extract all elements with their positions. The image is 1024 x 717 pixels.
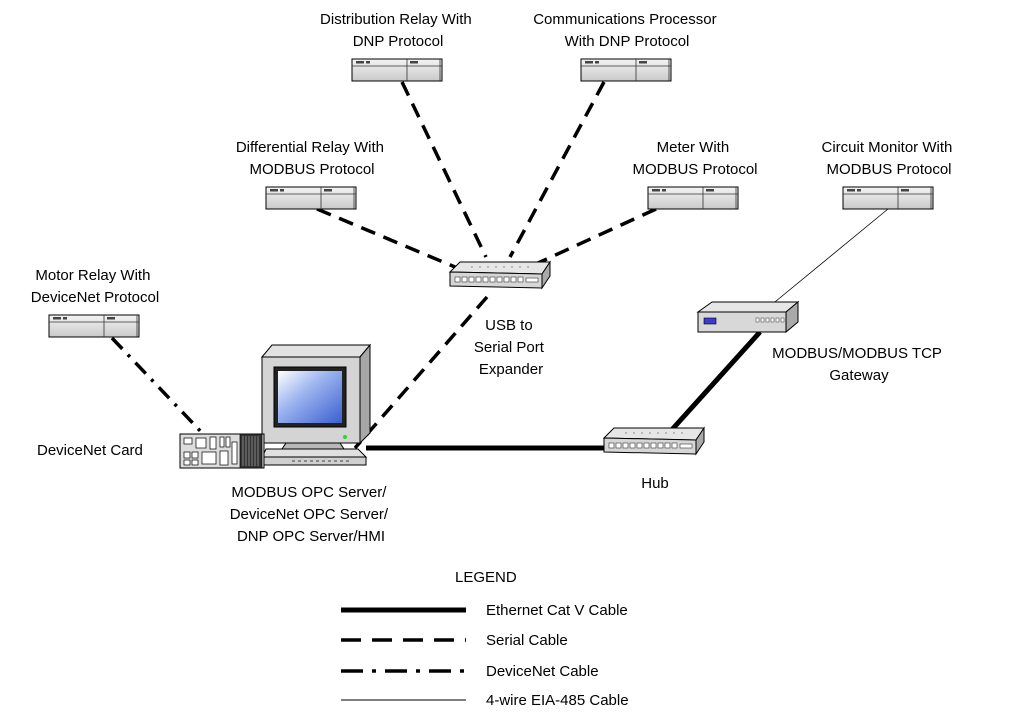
serial-cable-comm-processor xyxy=(508,81,606,258)
legend: LEGEND Ethernet Cat V Cable Serial Cable… xyxy=(341,569,629,709)
circuit-monitor-label: Circuit Monitor With MODBUS Protocol xyxy=(821,139,956,178)
hub-label: Hub xyxy=(641,475,669,492)
distribution-relay[interactable] xyxy=(351,58,443,82)
serial-cable-distribution-relay xyxy=(400,81,488,258)
modbus-tcp-gateway[interactable] xyxy=(696,300,800,334)
comm-processor-label: Communications Processor With DNP Protoc… xyxy=(533,11,721,50)
gateway-label: MODBUS/MODBUS TCP Gateway xyxy=(772,345,946,384)
motor-relay-label: Motor Relay With DeviceNet Protocol xyxy=(31,267,159,306)
meter-label: Meter With MODBUS Protocol xyxy=(632,139,757,178)
legend-label-rs485: 4-wire EIA-485 Cable xyxy=(486,692,629,709)
usb-expander-label: USB to Serial Port Expander xyxy=(474,317,548,378)
legend-title: LEGEND xyxy=(455,569,517,586)
usb-serial-expander[interactable] xyxy=(449,261,551,289)
devicenet-card[interactable] xyxy=(179,433,265,469)
legend-label-devicenet: DeviceNet Cable xyxy=(486,663,599,680)
serial-cable-meter xyxy=(537,207,657,265)
rs485-cable-circuit-monitor xyxy=(769,208,889,307)
hub[interactable] xyxy=(603,427,705,455)
ethernet-cable-hub-gateway xyxy=(666,330,762,436)
devicenet-cable-motor-relay xyxy=(110,336,208,439)
differential-relay[interactable] xyxy=(265,186,357,210)
serial-cable-differential-relay xyxy=(316,207,456,269)
devicenet-card-label: DeviceNet Card xyxy=(37,442,143,459)
motor-relay[interactable] xyxy=(48,314,140,338)
connections xyxy=(110,81,889,451)
serial-cable-server xyxy=(353,295,489,450)
distribution-relay-label: Distribution Relay With DNP Protocol xyxy=(320,11,476,50)
legend-label-serial: Serial Cable xyxy=(486,632,568,649)
meter[interactable] xyxy=(647,186,739,210)
comm-processor[interactable] xyxy=(580,58,672,82)
opc-server-computer[interactable] xyxy=(260,343,372,466)
circuit-monitor[interactable] xyxy=(842,186,934,210)
differential-relay-label: Differential Relay With MODBUS Protocol xyxy=(236,139,388,178)
server-label: MODBUS OPC Server/ DeviceNet OPC Server/… xyxy=(230,484,393,545)
legend-label-ethernet: Ethernet Cat V Cable xyxy=(486,602,628,619)
